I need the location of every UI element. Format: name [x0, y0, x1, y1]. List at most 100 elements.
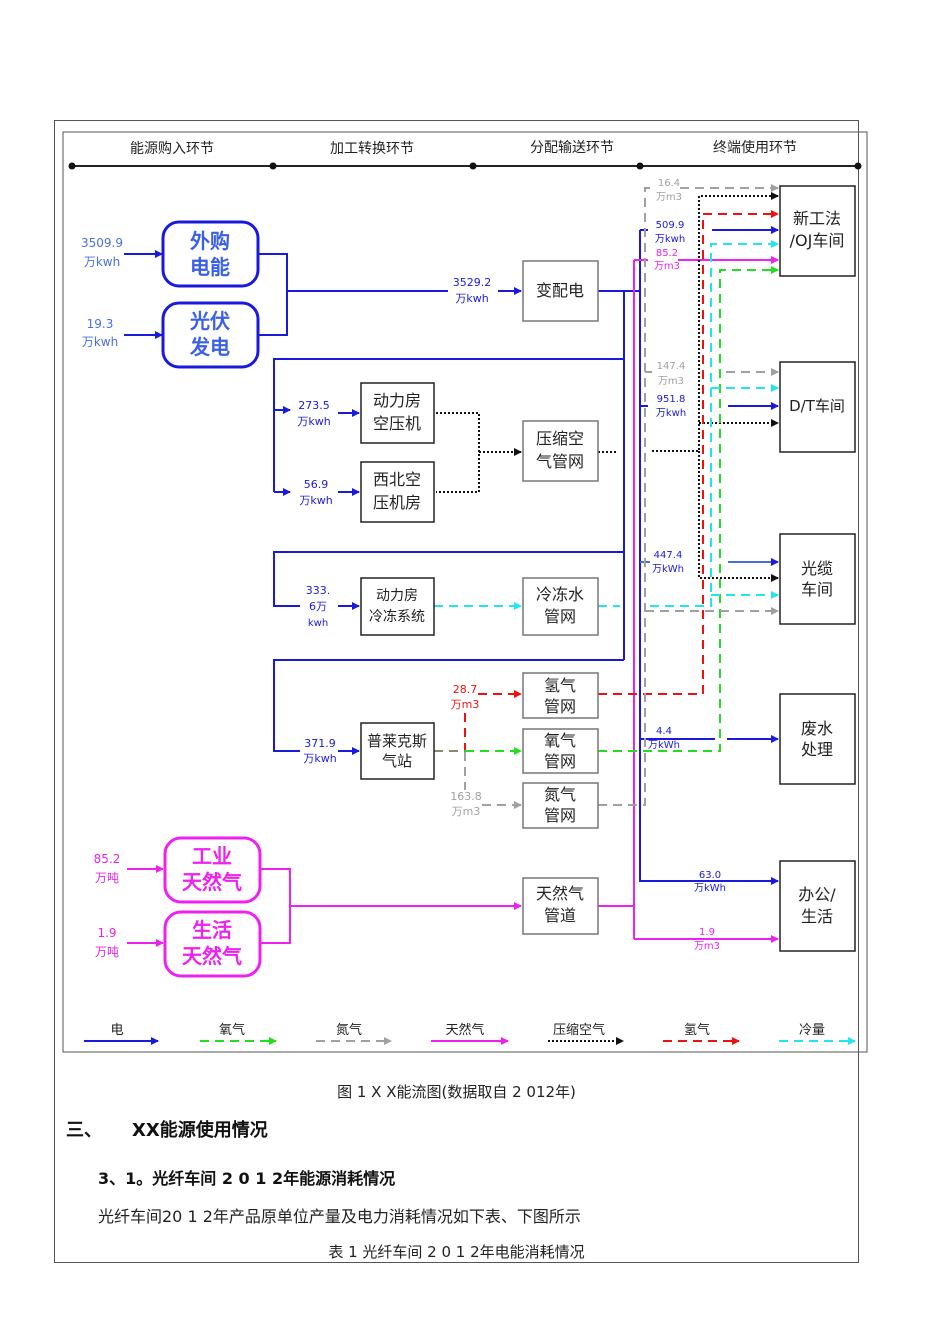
source-label: 发电 [189, 335, 230, 359]
node-label: /OJ车间 [790, 231, 845, 250]
source-industrial-gas[interactable]: 工业 天然气 85.2 万吨 [94, 836, 262, 904]
legend-item-nitrogen: 氮气 [316, 1022, 392, 1045]
node-label: 西北空 [373, 470, 421, 489]
flow-unit: kwh [308, 618, 328, 629]
consumer-wastewater[interactable]: 废水 处理 [779, 693, 856, 785]
section-heading: 三、XX能源使用情况 [66, 1116, 268, 1142]
consumer-dt-workshop[interactable]: D/T车间 [779, 361, 856, 453]
flow-line [652, 192, 779, 452]
node-label: 处理 [801, 740, 833, 759]
node-substation[interactable]: 变配电 3529.2 万kwh [453, 260, 599, 322]
node-hydrogen-net[interactable]: 氢气 管网 28.7 万m3 [451, 672, 599, 719]
consumer-cable-workshop[interactable]: 光缆 车间 [779, 533, 856, 625]
legend-item-electric: 电 [84, 1023, 159, 1045]
flow-line [598, 210, 779, 695]
source-value: 3509.9 [81, 236, 123, 250]
flow-unit: 万m3 [451, 698, 480, 711]
stage-label-purchase: 能源购入环节 [130, 141, 214, 157]
legend-label: 氮气 [336, 1022, 362, 1038]
node-label: 生活 [801, 907, 833, 926]
legend-item-compressed-air: 压缩空气 [548, 1022, 624, 1045]
node-box[interactable] [360, 722, 435, 780]
node-nw-compressor[interactable]: 西北空 压机房 56.9 万kwh [299, 461, 435, 523]
source-buy-power[interactable]: 外购 电能 3509.9 万kwh [81, 220, 260, 288]
source-unit: 万吨 [95, 945, 119, 959]
flow-unit: 万kwh [455, 292, 488, 305]
node-label: 冷冻系统 [369, 608, 425, 625]
node-box[interactable] [522, 877, 599, 935]
node-box[interactable] [779, 533, 856, 625]
node-power-room-compressor[interactable]: 动力房 空压机 273.5 万kwh [297, 382, 435, 444]
flow-unit: 万kWh [652, 564, 684, 575]
flow-value: 16.4 [658, 178, 680, 189]
source-label: 工业 [192, 844, 232, 868]
node-label: 压机房 [373, 493, 421, 512]
node-label: 光缆 [801, 559, 833, 578]
consumer-office-living[interactable]: 办公/ 生活 [779, 860, 856, 952]
flow-value: 4.4 [656, 726, 672, 737]
subsection-heading: 3、1。光纤车间 2 0 1 2年能源消耗情况 [98, 1169, 396, 1188]
node-label: 普莱克斯 [367, 732, 427, 750]
flow-unit: 万kwh [656, 408, 686, 419]
source-box[interactable] [161, 301, 260, 369]
node-box[interactable] [522, 577, 599, 636]
stage-label-conversion: 加工转换环节 [330, 140, 414, 157]
node-box[interactable] [360, 382, 435, 444]
node-power-room-cooling[interactable]: 动力房 冷冻系统 333. 6万 kwh [306, 577, 435, 636]
node-box[interactable] [522, 420, 599, 482]
node-nitrogen-net[interactable]: 氮气 管网 163.8 万m3 [450, 782, 599, 829]
node-box[interactable] [522, 728, 599, 774]
node-praxair-station[interactable]: 普莱克斯 气站 371.9 万kwh [303, 722, 435, 780]
node-box[interactable] [779, 185, 856, 277]
node-oxygen-net[interactable]: 氧气 管网 [522, 728, 599, 774]
node-gas-pipeline[interactable]: 天然气 管道 [522, 877, 599, 935]
node-label: 气站 [382, 752, 412, 770]
node-box[interactable] [360, 577, 435, 636]
legend-label: 冷量 [799, 1023, 825, 1038]
section-title: XX能源使用情况 [132, 1120, 268, 1141]
node-box[interactable] [360, 461, 435, 523]
flow-value: 147.4 [657, 361, 686, 372]
node-label: 管网 [544, 806, 576, 825]
flow-value: 163.8 [450, 790, 482, 803]
source-box[interactable] [163, 910, 262, 978]
legend-item-natural-gas: 天然气 [431, 1022, 509, 1045]
node-label: 氮气 [544, 785, 576, 804]
consumer-new-process[interactable]: 新工法 /OJ车间 [779, 185, 856, 277]
stage-dot [68, 162, 76, 170]
node-label: 动力房 [373, 391, 421, 410]
node-compressed-air-net[interactable]: 压缩空 气管网 [522, 420, 599, 482]
node-box[interactable] [779, 860, 856, 952]
flow-value: 951.8 [657, 394, 686, 405]
node-label: 车间 [801, 580, 833, 599]
node-chilled-water-net[interactable]: 冷冻水 管网 [522, 577, 599, 636]
flow-value: 1.9 [699, 927, 715, 938]
stage-label-distribution: 分配输送环节 [530, 140, 614, 156]
flow-unit: 万kwh [299, 494, 332, 507]
flow-line [598, 187, 652, 806]
node-label: 氧气 [544, 731, 576, 750]
node-label: 空压机 [373, 414, 421, 433]
source-domestic-gas[interactable]: 生活 天然气 1.9 万吨 [95, 910, 262, 978]
source-box[interactable] [161, 220, 260, 288]
node-box[interactable] [522, 672, 599, 719]
legend-label: 电 [110, 1023, 123, 1038]
node-box[interactable] [779, 693, 856, 785]
flow-unit: 万kWh [648, 740, 680, 751]
node-label: 管道 [544, 906, 576, 925]
node-box[interactable] [522, 782, 599, 829]
source-box[interactable] [163, 836, 262, 904]
legend-label: 氧气 [219, 1022, 245, 1038]
source-label: 天然气 [182, 870, 242, 894]
flow-unit: 万m3 [656, 192, 682, 203]
node-box[interactable] [779, 361, 856, 453]
node-box[interactable] [522, 260, 599, 322]
node-label: 管网 [544, 697, 576, 716]
table-caption: 表 1 光纤车间 2 0 1 2年电能消耗情况 [328, 1243, 585, 1261]
energy-flow-diagram: 能源购入环节 加工转换环节 分配输送环节 终端使用环节 [62, 131, 868, 1053]
legend-label: 压缩空气 [553, 1022, 605, 1038]
source-label: 天然气 [182, 944, 242, 968]
source-pv-power[interactable]: 光伏 发电 19.3 万kwh [82, 301, 260, 369]
flow-value: 56.9 [304, 478, 329, 491]
node-label: 变配电 [536, 281, 584, 300]
